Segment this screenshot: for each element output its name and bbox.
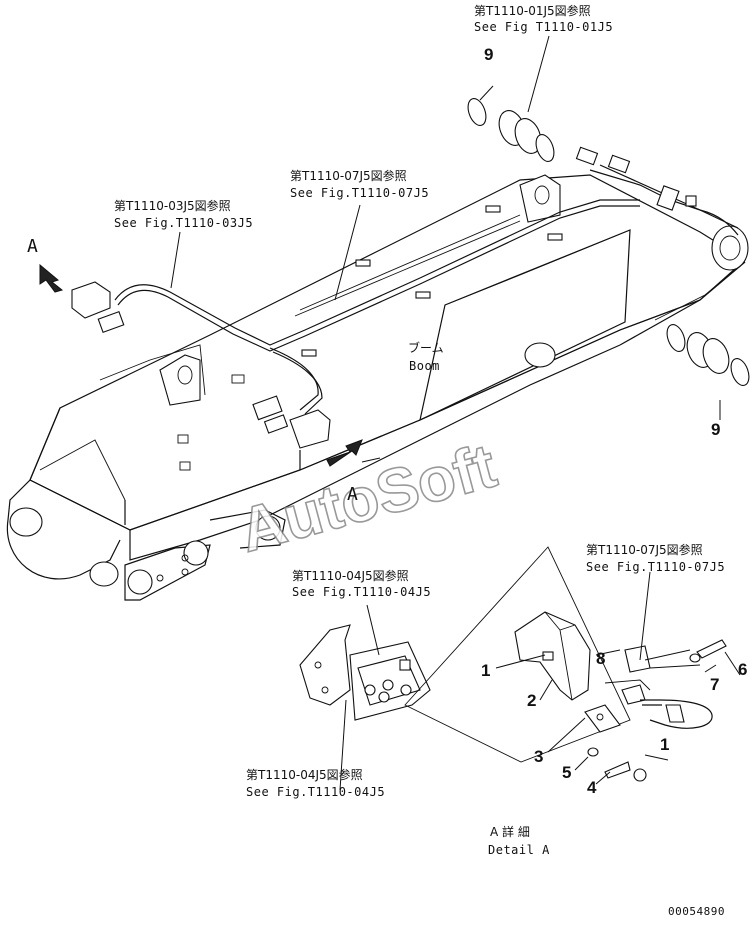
watermark-text: AutoSoft: [233, 431, 504, 565]
bushing-set-right: [654, 261, 750, 386]
ref-t1110-07-jp-detail: 第T1110-07J5図参照: [586, 542, 703, 557]
part-number-6: 6: [738, 660, 747, 679]
ref-t1110-04-en-top: See Fig.T1110-04J5: [292, 585, 431, 599]
part-number-1-clamp: 1: [660, 735, 669, 754]
part-number-3: 3: [534, 747, 543, 766]
bushing-set-top: [467, 98, 555, 162]
view-arrow-a-top: [39, 263, 64, 293]
part-number-7: 7: [710, 675, 719, 694]
detail-a-label-en: Detail A: [488, 843, 550, 857]
ref-t1110-04-en-bottom: See Fig.T1110-04J5: [246, 785, 385, 799]
drawing-number: 00054890: [668, 905, 725, 918]
boom-label-en: Boom: [409, 359, 440, 373]
leader-lines: [170, 35, 741, 791]
part-number-1-cover: 1: [481, 661, 490, 680]
part-number-5: 5: [562, 763, 571, 782]
ref-t1110-07-en-detail: See Fig.T1110-07J5: [586, 560, 725, 574]
part-number-9-right: 9: [711, 420, 720, 439]
ref-t1110-04-jp-bottom: 第T1110-04J5図参照: [246, 767, 363, 782]
pipe-lines: [71, 146, 739, 449]
ref-t1110-07-en: See Fig.T1110-07J5: [290, 186, 429, 200]
ref-t1110-07-jp: 第T1110-07J5図参照: [290, 168, 407, 183]
ref-t1110-03-en: See Fig.T1110-03J5: [114, 216, 253, 230]
detail-a-label-jp: A 詳 細: [490, 824, 530, 839]
part-number-4: 4: [587, 778, 597, 797]
valve-block-assembly: [299, 624, 431, 721]
view-marker-a-bottom: A: [347, 484, 358, 505]
part-number-8: 8: [596, 649, 605, 668]
part-number-9-top: 9: [484, 45, 493, 64]
ref-t1110-01-jp: 第T1110-01J5図参照: [474, 3, 591, 18]
ref-t1110-03-jp: 第T1110-03J5図参照: [114, 198, 231, 213]
view-arrow-a-bottom: [326, 439, 381, 467]
boom-assembly: [6, 164, 749, 601]
view-marker-a-top: A: [27, 236, 38, 257]
ref-t1110-01-en: See Fig T1110-01J5: [474, 20, 613, 34]
detail-a-view: [404, 546, 727, 782]
part-number-2: 2: [527, 691, 536, 710]
boom-label-jp: ブーム: [408, 340, 444, 355]
ref-t1110-04-jp-top: 第T1110-04J5図参照: [292, 568, 409, 583]
